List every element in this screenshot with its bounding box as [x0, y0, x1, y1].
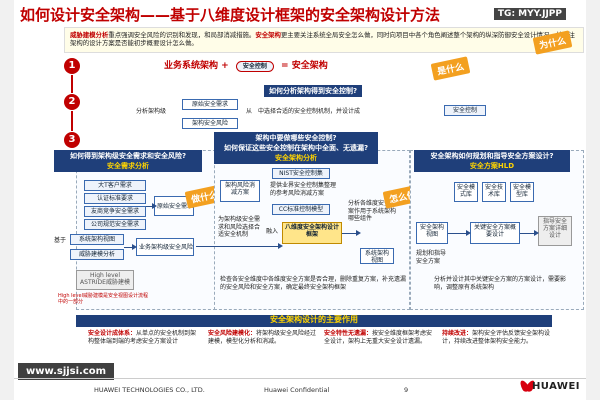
mid-note: 为架构级安全需求和风险选择合适安全机制: [218, 216, 261, 238]
intro-label-2: 安全架构: [255, 31, 281, 39]
eight-dim-box: 八维度安全架构设计框架: [282, 222, 342, 244]
role-text-1: 从单点的安全机制到架构整体端到端的考虑安全方案设计: [88, 330, 197, 345]
footer: HUAWEI TECHNOLOGIES CO., LTD. Huawei Con…: [14, 378, 586, 400]
right-note: 分析并设计其中关键安全方案的方案设计，需要影响，调整原有系统架构: [434, 276, 567, 291]
ref-text-1: 提供业界安全控制集整理: [270, 182, 337, 189]
formula: 业务系统架构 + 安全控制 = 安全架构: [164, 58, 328, 72]
intro-text-2: 更主要关注系统全局安全怎么做，同时向项目中各个角色阐述整个架构的纵深防御安全设计…: [70, 31, 575, 47]
role-text-2: 将架构级安全风险经过建模，模型化分析和消减。: [208, 330, 317, 345]
intro-box: 威胁建模分析重点强调安全风险的识别和发现，和局部消减措施。安全架构更主要关注系统…: [64, 27, 584, 53]
role-label-3: 安全特性无遗漏：: [324, 330, 373, 337]
role-label-1: 安全设计成体系：: [88, 330, 137, 337]
req-item-1: 大T客户需求: [84, 180, 146, 191]
guide-note-1: 规划和指导: [416, 250, 447, 257]
stamp-what: 是什么: [430, 56, 471, 81]
watermark: www.sjjsi.com: [18, 363, 115, 380]
formula-plus: +: [221, 61, 229, 71]
mid-bar-title-1: 架构中要做哪些安全控制?: [255, 134, 337, 142]
ref-text-2: 的参考风险消减方案: [270, 190, 325, 197]
step2-bar: 如何分析架构得到安全控制?: [264, 85, 363, 97]
formula-mid: 安全控制: [235, 61, 274, 72]
step2-risk-box: 架构安全风险: [182, 118, 238, 129]
mid-bar-sub: 安全架构分析: [275, 154, 317, 162]
step2-from: 从: [246, 108, 253, 115]
step-connector-1: [71, 75, 73, 93]
inject-label: 融入: [266, 228, 279, 235]
req-item-3: 友商竞争安全需求: [84, 206, 146, 217]
astride-note: High level威胁建模是安全视图设计流程中的一部分: [58, 293, 148, 305]
sys-view-box-2: 系统架构视图: [360, 248, 394, 264]
pattern-lib-box: 安全模式库: [454, 182, 478, 202]
arrow-view-to-risk: [124, 244, 137, 250]
intro-label: 威胁建模分析: [70, 31, 109, 39]
step-marker-1: 1: [64, 58, 80, 74]
astride-box: High level ASTRIDE威胁建模: [76, 270, 134, 290]
step2-req-box: 原始安全需求: [182, 99, 238, 110]
key-design-box: 关键安全方案概要设计: [470, 222, 520, 244]
based-on-label: 基于: [54, 237, 67, 244]
biz-risk-box: 业务架构级安全风险: [136, 238, 194, 256]
cc-box: CC标准控制模型: [272, 204, 330, 215]
arrow-req-to-orig: [146, 203, 157, 209]
roles-box: [76, 315, 552, 365]
role-label-4: 持续改进：: [442, 330, 473, 337]
role-text-3: 按安全维度框架考虑安全设计，架构上无重大安全设计遗漏。: [324, 330, 433, 345]
footer-confidential: Huawei Confidential: [264, 386, 330, 394]
page-title: 如何设计安全架构——基于八维度设计框架的安全架构设计方法: [20, 6, 441, 24]
model-lib-box: 安全模型库: [510, 182, 534, 202]
roles-title: 安全架构设计的主要作用: [270, 315, 358, 324]
formula-eq: =: [281, 61, 289, 71]
right-bar-title: 安全架构如何规划和指导安全方案设计?: [430, 152, 554, 160]
corner-tag: TG: MYY.JJPP: [493, 8, 566, 20]
step-marker-3: 3: [64, 132, 80, 148]
arch-mitigation-box: 架构风险消减方案: [220, 180, 260, 202]
role-item-2: 安全风险建模化：将架构级安全风险经过建模，模型化分析和消减。: [208, 330, 320, 345]
guide-note-2: 安全方案: [416, 258, 441, 265]
tech-lib-box: 安全技术库: [482, 182, 506, 202]
mid-check-note: 检查各安全维度中各维度安全方案是否合理，删除重复方案，补充遗漏的安全风险和安全方…: [220, 276, 407, 291]
step-marker-2: 2: [64, 94, 80, 110]
formula-left: 业务系统架构: [164, 61, 219, 71]
arrow-key-to-detail: [520, 230, 539, 236]
footer-company: HUAWEI TECHNOLOGIES CO., LTD.: [94, 386, 205, 394]
left-panel-bar: 如何得到架构级安全需求和安全风险? 安全需求分析: [54, 150, 202, 172]
sec-arch-view-box: 安全架构视图: [416, 222, 448, 244]
arrow-view-to-key: [448, 230, 471, 236]
right-panel-bar: 安全架构如何规划和指导安全方案设计? 安全方案HLD: [414, 150, 570, 172]
formula-right: 安全架构: [291, 61, 328, 71]
req-item-4: 公司规范安全需求: [84, 219, 146, 230]
threat-model-box: 威胁建模分析: [70, 249, 124, 260]
left-bar-sub: 安全需求分析: [107, 162, 149, 170]
role-item-4: 持续改进：架构安全评估反馈安全架构设计，持续改进整体架构安全能力。: [442, 330, 554, 345]
nist-box: NIST安全控制集: [272, 168, 330, 179]
mid-panel-bar: 架构中要做哪些安全控制? 如何保证这些安全控制在架构中全面、无遗漏? 安全架构分…: [214, 132, 378, 164]
step2-control-box: 安全控制: [444, 105, 486, 116]
step-connector-2: [71, 111, 73, 131]
right-bar-sub: 安全方案HLD: [469, 162, 515, 170]
left-bar-title: 如何得到架构级安全需求和安全风险?: [69, 152, 187, 160]
role-label-2: 安全风险建模化：: [208, 330, 257, 337]
arrow-eight-to-view: [342, 230, 361, 236]
step2-label: 分析架构级: [136, 108, 167, 115]
req-item-2: 认证标准要求: [84, 193, 146, 204]
sys-view-box: 系统架构视图: [70, 234, 124, 245]
arrow-risk-to-eight: [196, 243, 283, 249]
footer-page-number: 9: [404, 386, 409, 394]
step2-to: 中选择合适的安全控制机制，并设计成: [258, 108, 361, 115]
role-item-1: 安全设计成体系：从单点的安全机制到架构整体端到端的考虑安全方案设计: [88, 330, 200, 345]
intro-text: 重点强调安全风险的识别和发现，和局部消减措施。: [108, 31, 256, 39]
mid-bar-title-2: 如何保证这些安全控制在架构中全面、无遗漏?: [223, 144, 369, 152]
detail-design-box: 指导安全方案详细设计: [538, 216, 572, 246]
huawei-brand: HUAWEI: [531, 381, 580, 392]
role-item-3: 安全特性无遗漏：按安全维度框架考虑安全设计，架构上无重大安全设计遗漏。: [324, 330, 436, 345]
mid-out-note: 分析各维度安全方案作用于系统架构哪些组件: [348, 200, 397, 222]
role-text-4: 架构安全评估反馈安全架构设计，持续改进整体架构安全能力。: [442, 330, 551, 345]
